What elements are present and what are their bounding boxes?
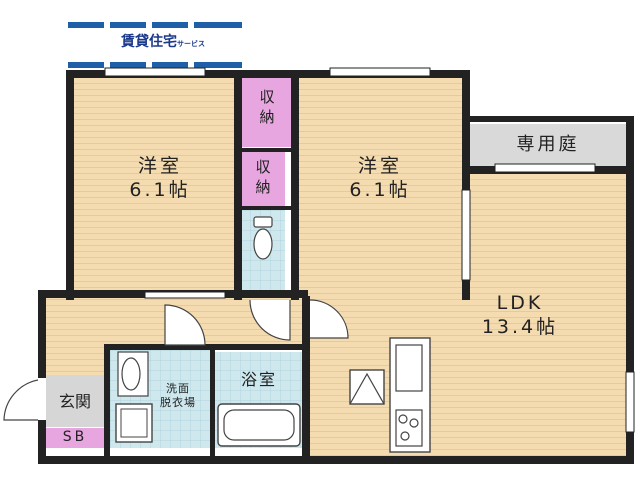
western-room-right: 洋室 6.1帖 (325, 155, 435, 203)
refrigerator-icon (349, 369, 385, 405)
washroom-line2: 脱衣場 (160, 395, 196, 409)
storage-mid (240, 152, 285, 207)
storage-mid-label: 収納 (255, 158, 271, 196)
hallway-floor-lower (42, 345, 108, 375)
ldk-name: LDK (496, 292, 544, 314)
brand-suffix: サービス (177, 40, 205, 48)
bathroom-label: 浴室 (240, 370, 277, 389)
toilet-icon (253, 216, 273, 260)
private-garden-area (468, 124, 628, 166)
western-room-left: 洋室 6.1帖 (105, 155, 215, 203)
entrance-floor (46, 375, 104, 427)
washroom-label: 洗面 脱衣場 (150, 382, 206, 410)
brand-name: 賃貸住宅 (121, 34, 177, 50)
washroom-line1: 洗面 (166, 382, 190, 395)
sink-icon (117, 351, 149, 397)
brand-logo (68, 22, 242, 68)
western-room-right-name: 洋室 (357, 155, 402, 177)
brand-title: 賃貸住宅サービス (118, 34, 208, 52)
western-room-left-floor (72, 77, 236, 292)
storage-top (240, 77, 293, 147)
ldk-room: LDK 13.4帖 (465, 292, 575, 340)
door-swings (3, 299, 349, 421)
western-room-left-name: 洋室 (137, 155, 182, 177)
shoe-box-label: SB (62, 429, 88, 445)
private-garden-label: 専用庭 (516, 134, 580, 155)
washing-machine-icon (115, 403, 153, 443)
western-room-right-size: 6.1帖 (349, 178, 411, 201)
bathtub-icon (217, 403, 301, 447)
windows (104, 67, 635, 433)
storage-top-label: 収納 (259, 88, 275, 126)
shoe-box (46, 428, 104, 448)
ldk-size: 13.4帖 (481, 315, 559, 338)
entrance-label: 玄関 (58, 392, 91, 411)
kitchen-counter (389, 337, 431, 453)
western-room-left-size: 6.1帖 (129, 178, 191, 201)
